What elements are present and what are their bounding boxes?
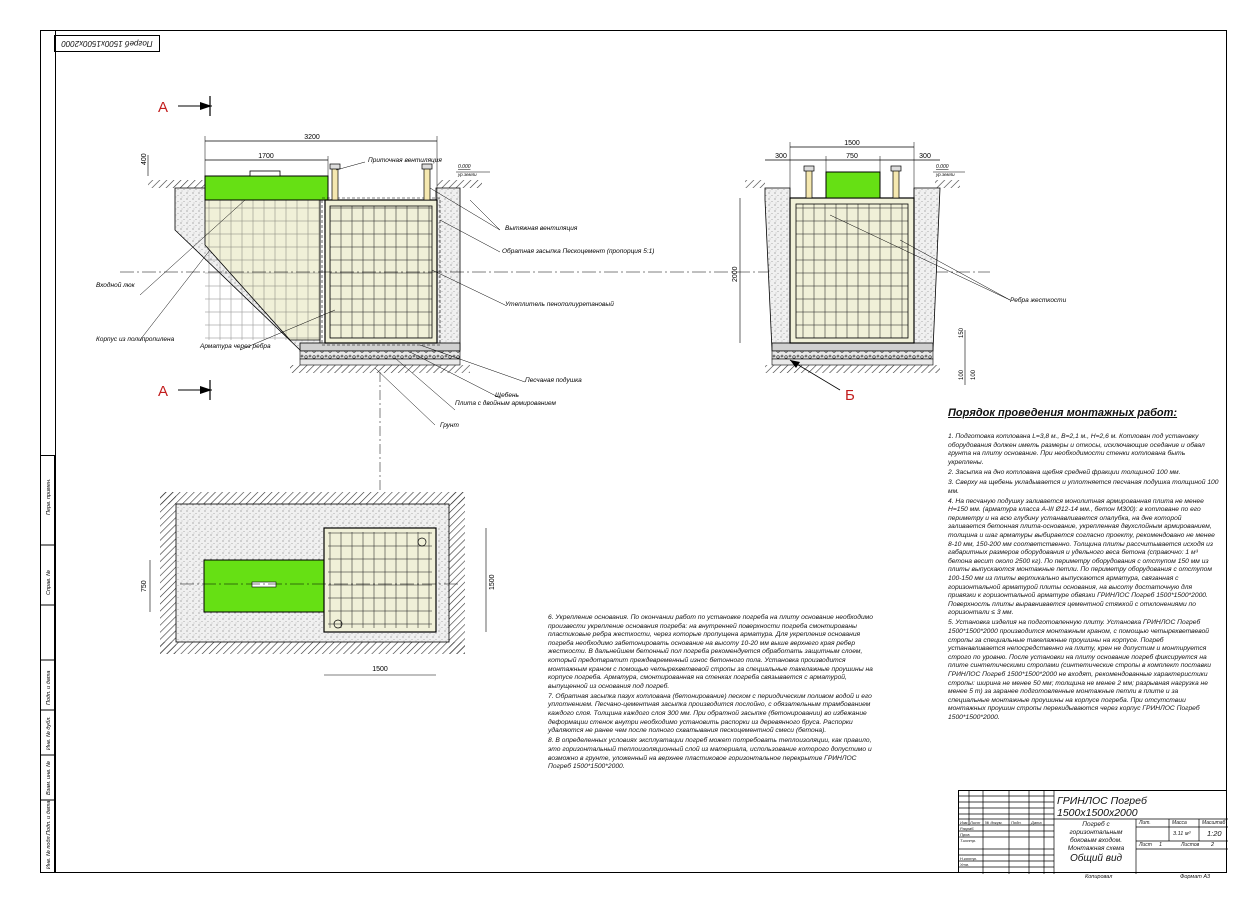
role: Утв. (960, 862, 970, 867)
side-label: Взам. инв. № (46, 761, 52, 795)
dim-300-right: 300 (919, 153, 931, 160)
callout-body: Корпус из полипропилена (96, 336, 175, 343)
role: Н.контр. (960, 856, 977, 861)
dim-1500-plan-h: 1500 (372, 666, 388, 673)
notes-list: 6. Укрепление основания. По окончании ра… (548, 614, 878, 773)
col-scale: Масштаб (1202, 820, 1226, 826)
callout-soil: Грунт (440, 422, 459, 429)
col-mass: Масса (1172, 820, 1187, 826)
section-letter-b: Б (845, 387, 855, 404)
title-description: Погреб с горизонтальным боковым входом. … (1067, 821, 1125, 852)
callout-ribs: Ребра жесткости (1010, 296, 1067, 304)
dim-750: 750 (846, 153, 858, 160)
drawing-frame (55, 30, 1228, 873)
callout-hatch: Входной люк (96, 281, 136, 289)
copied-label: Копировал (1085, 874, 1113, 880)
callout-insulation: Утеплитель пенополиуретановый (504, 300, 614, 308)
sheet-label: Лист (1139, 842, 1152, 848)
side-label: Справ. № (46, 570, 52, 595)
side-label: Подп. и дата (46, 801, 52, 835)
ground-hatch (437, 180, 482, 188)
callout-supply-vent: Приточная вентиляция (368, 157, 442, 164)
note-item: 8. В определенных условиях эксплуатации … (548, 737, 872, 771)
callout-exhaust-vent: Вытяжная вентиляция (505, 225, 578, 232)
dim-150: 150 (959, 327, 965, 338)
dim-1500-plan-v: 1500 (489, 574, 496, 590)
row-date: Дата (1031, 820, 1042, 825)
hatch-green (204, 175, 329, 201)
sheets-total: 2 (1211, 842, 1215, 848)
section-a-a: 3200 1700 400 0.000 ур.земли (96, 96, 990, 490)
level-mark: 0.000 (936, 164, 949, 170)
note-item: 7. Обратная засыпка пазух котлована (бет… (548, 692, 872, 735)
row-doc: № докум. (985, 820, 1003, 825)
instruction-item: 3. Сверху на щебень укладывается и уплот… (948, 478, 1219, 495)
role: Т.контр. (960, 838, 977, 843)
dim-400: 400 (141, 153, 148, 165)
dim-750-plan: 750 (141, 580, 148, 592)
callout-slab: Плита с двойным армированием (455, 399, 557, 407)
note-item: 6. Укрепление основания. По окончании ра… (548, 614, 873, 690)
format-label: Формат А3 (1180, 874, 1211, 880)
dim-100: 100 (971, 369, 977, 380)
section-b: 1500 300 750 300 2000 150 100 100 0.000 … (732, 140, 1067, 391)
dim-1700: 1700 (258, 153, 274, 160)
instruction-item: 2. Засыпка на дно котлована щебня средне… (948, 468, 1181, 476)
callout-sand: Песчаная подушка (525, 376, 582, 384)
callout-gravel: Щебень (495, 391, 520, 399)
level-sub: ур.земли (457, 172, 477, 177)
dim-3200: 3200 (304, 134, 320, 141)
sheets-label: Листов (1181, 842, 1200, 848)
col-stage: Лит. (1139, 820, 1151, 826)
sheet-frame (40, 30, 1227, 873)
role: Пров. (960, 832, 971, 837)
level-mark: 0.000 (458, 164, 471, 170)
instructions-list: 1. Подготовка котлована L=3,8 м., B=2,1 … (948, 433, 1220, 724)
volume: 3.11 м³ (1173, 831, 1191, 837)
ground-hatch (148, 180, 208, 188)
side-label: Перв. примен. (46, 478, 52, 515)
instructions-title: Порядок проведения монтажных работ: (948, 407, 1178, 419)
row-sign: Подп. (1011, 820, 1022, 825)
section-letter-a: А (158, 99, 168, 116)
level-sub: ур.земли (935, 172, 955, 177)
section-letter-a: А (158, 383, 168, 400)
side-strip: Перв. примен. Справ. № Подп. и дата Инв.… (40, 455, 55, 873)
row-izm: Изм. (960, 820, 969, 825)
callout-backfill: Обратная засыпка Пескоцемент (пропорция … (502, 247, 654, 255)
instruction-item: 4. На песчаную подушку заливается моноли… (948, 497, 1215, 617)
instruction-item: 1. Подготовка котлована L=3,8 м., B=2,1 … (948, 433, 1205, 466)
side-label: Инв. № дубл. (46, 716, 52, 750)
title-view: Общий вид (1069, 853, 1123, 864)
scale: 1:20 (1207, 829, 1222, 838)
side-label: Подп. и дата (46, 671, 52, 705)
title-product: ГРИНЛОС Погреб 1500х1500х2000 (1057, 795, 1147, 819)
dim-300-left: 300 (775, 153, 787, 160)
callout-rebar: Арматура через ребра (199, 342, 271, 350)
dim-1500: 1500 (844, 140, 860, 147)
row-list: Лист (970, 820, 981, 825)
instruction-item: 5. Установка изделия на подготовленную п… (948, 619, 1211, 721)
sheet-number: 1 (1159, 842, 1163, 848)
plan-view: 750 1500 1500 (141, 492, 496, 676)
role: Разраб. (960, 826, 975, 831)
side-label: Инв. № подл. (46, 835, 52, 869)
dim-100: 100 (959, 369, 965, 380)
title-block: ГРИНЛОС Погреб 1500х1500х2000 Погреб с г… (958, 790, 1228, 874)
dim-2000: 2000 (732, 266, 739, 282)
